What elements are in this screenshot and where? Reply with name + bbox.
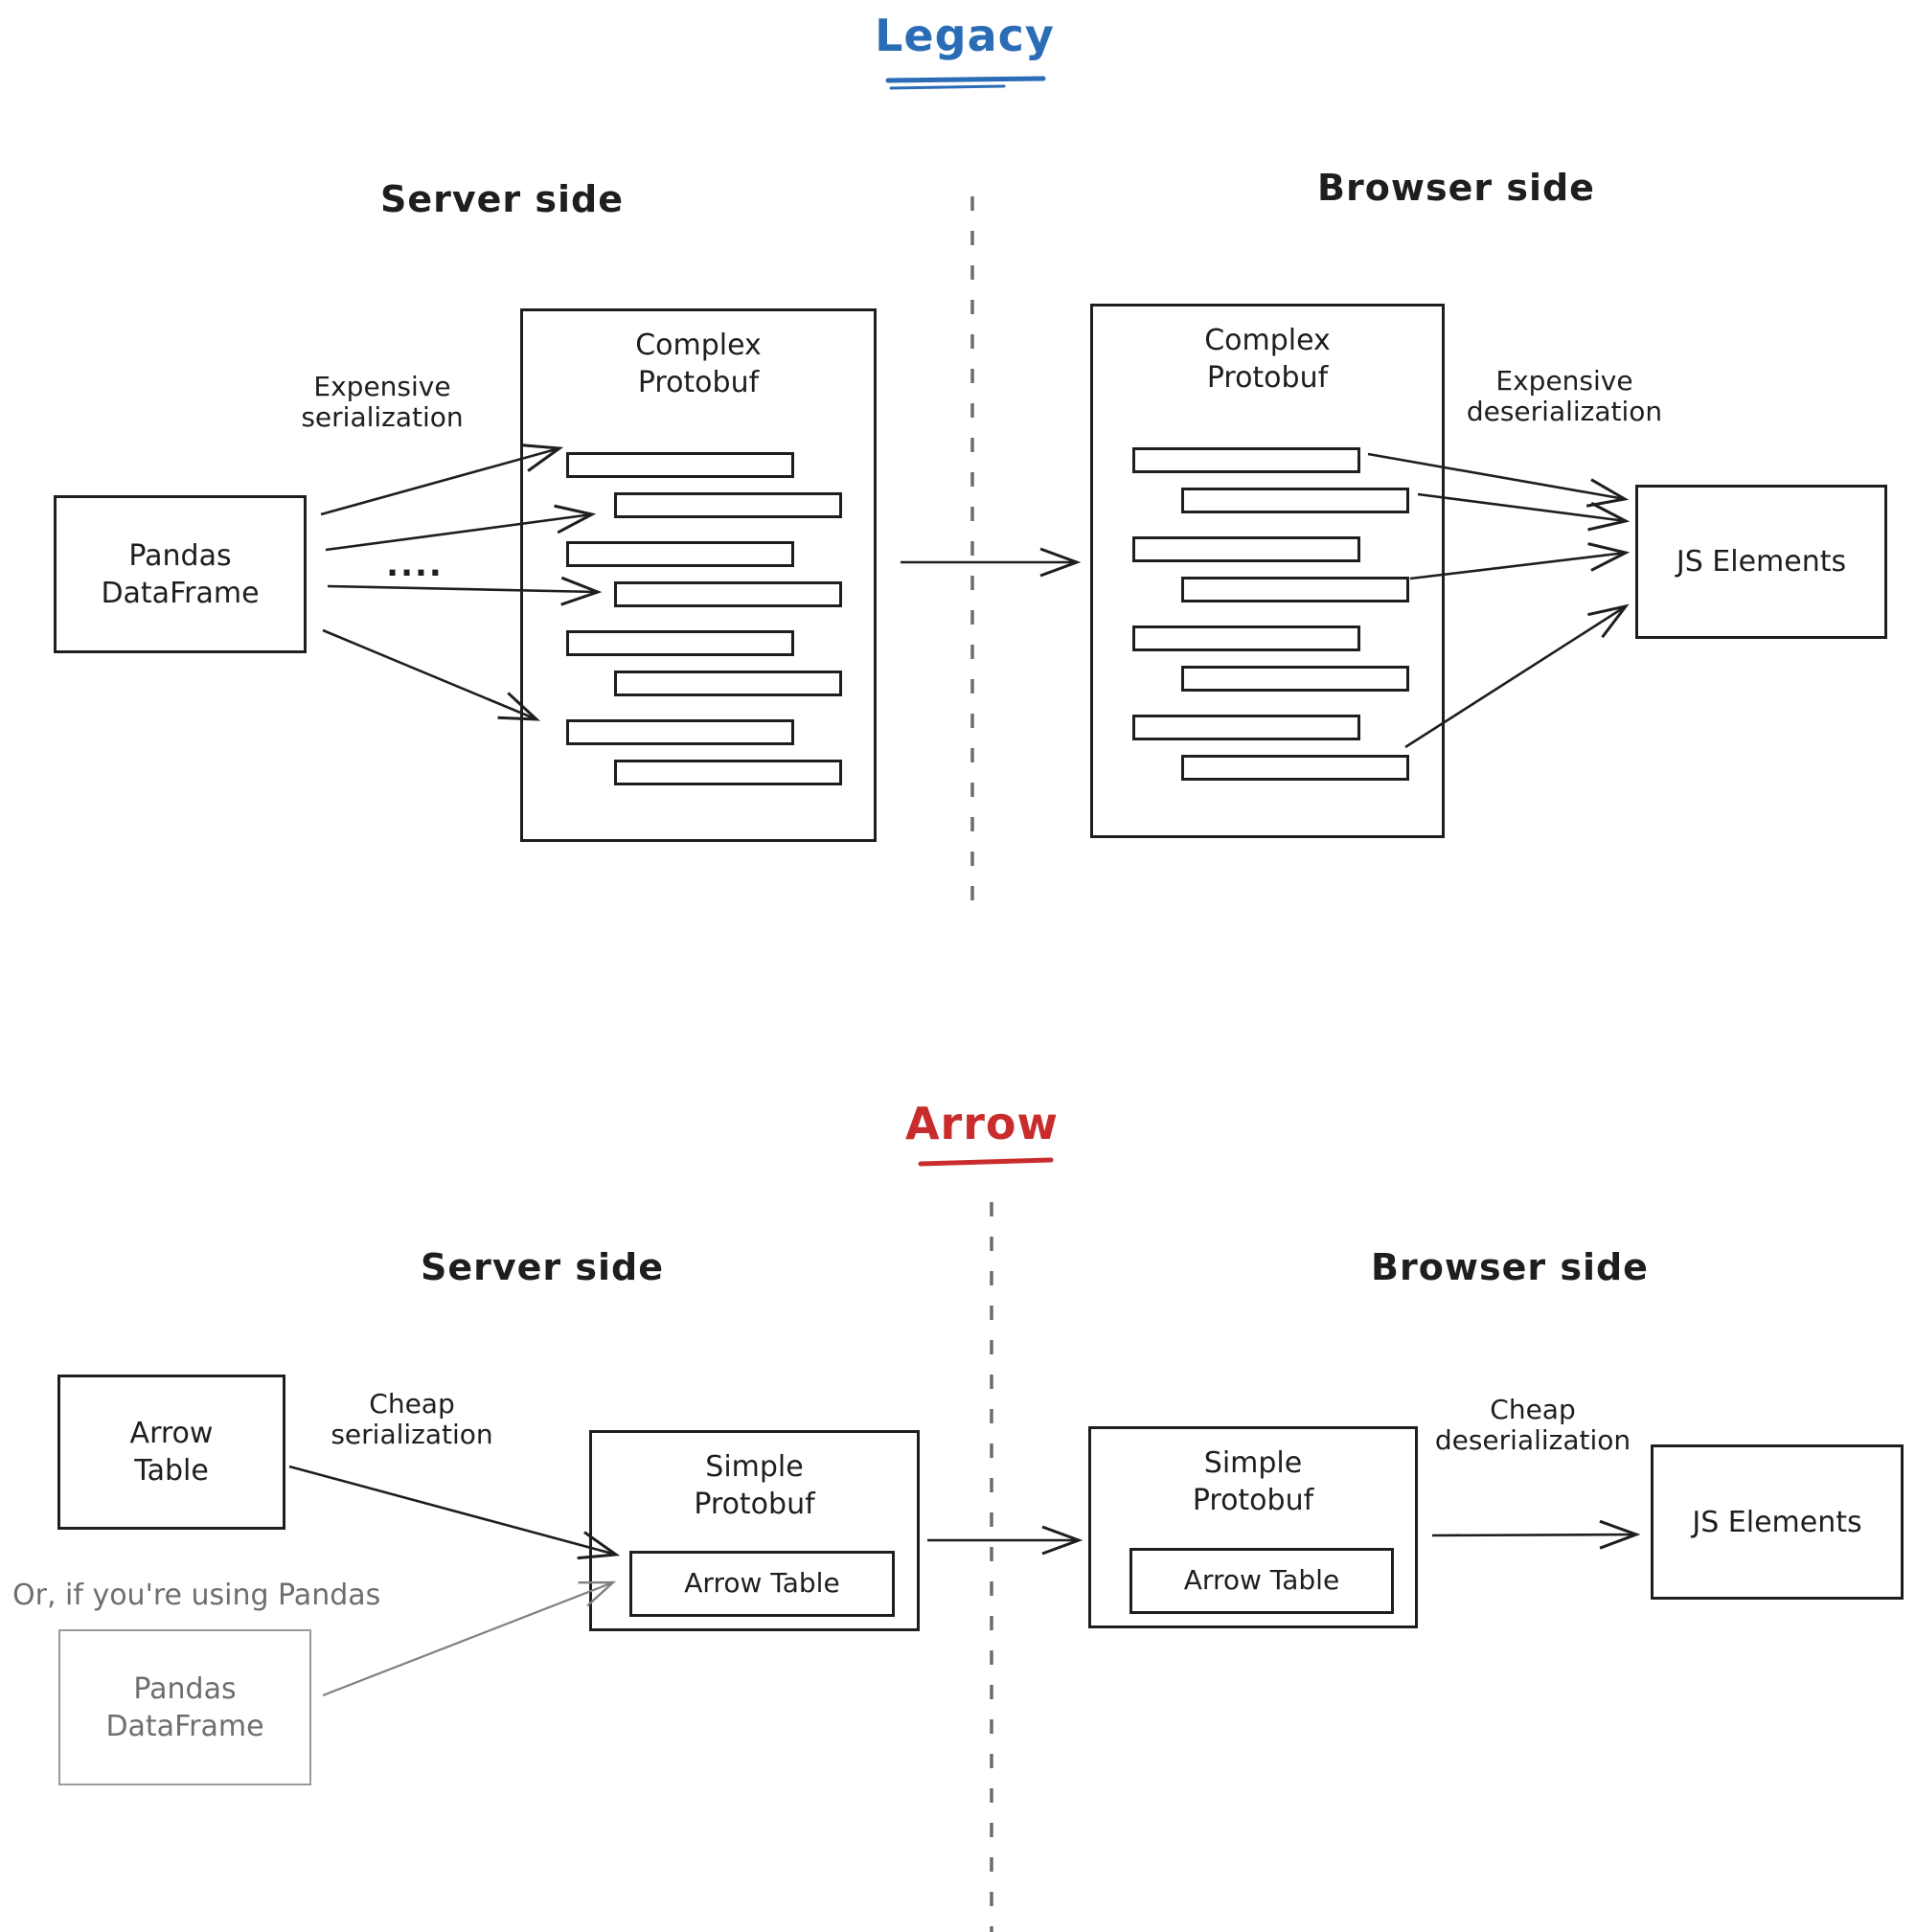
arrow-browser-protobuf-title: Simple Protobuf [1192, 1446, 1314, 1517]
arrow-table-box: Arrow Table [57, 1375, 285, 1530]
legacy-title-underline [885, 76, 1046, 83]
protobuf-field-bar [614, 760, 842, 785]
arrow-server-protobuf-title: Simple Protobuf [694, 1450, 815, 1521]
protobuf-field-bar [1181, 577, 1409, 602]
protobuf-field-bar [1132, 447, 1360, 473]
pandas-alternative-note: Or, if you're using Pandas [12, 1579, 381, 1612]
protobuf-field-bar [566, 719, 794, 745]
protobuf-field-bar [1181, 755, 1409, 781]
pandas-dataframe-label: Pandas DataFrame [101, 538, 260, 610]
legacy-server-protobuf-title: Complex Protobuf [635, 329, 762, 399]
legacy-deserialization-arrow-2 [1417, 492, 1631, 532]
legacy-server-protobuf-box: Complex Protobuf [520, 308, 877, 842]
legacy-js-elements-box: JS Elements [1635, 485, 1887, 639]
arrow-section-title: Arrow [904, 1098, 1060, 1149]
arrow-server-protobuf-box: Simple Protobuf Arrow Table [589, 1430, 920, 1631]
legacy-browser-side-label: Browser side [1317, 167, 1595, 209]
arrow-server-payload-box: Arrow Table [629, 1551, 895, 1617]
protobuf-field-bar [614, 671, 842, 696]
protobuf-field-bar [566, 452, 794, 478]
arrow-deserialization-arrow [1431, 1519, 1641, 1550]
legacy-server-side-label: Server side [379, 178, 624, 220]
protobuf-field-bar [1132, 715, 1360, 740]
arrow-browser-payload-label: Arrow Table [1183, 1564, 1340, 1597]
legacy-js-elements-label: JS Elements [1676, 545, 1847, 579]
arrow-browser-payload-box: Arrow Table [1129, 1548, 1394, 1614]
protobuf-field-bar [1132, 625, 1360, 651]
protobuf-field-bar [614, 581, 842, 607]
expensive-serialization-label: Expensive serialization [301, 371, 464, 434]
expensive-deserialization-label: Expensive deserialization [1466, 365, 1663, 428]
legacy-serialization-arrow-4 [322, 628, 541, 721]
pandas-dataframe-box: Pandas DataFrame [54, 495, 307, 653]
ellipsis-dots: .... [386, 546, 444, 584]
legacy-browser-protobuf-title: Complex Protobuf [1204, 324, 1331, 395]
pandas-dataframe-gray-box: Pandas DataFrame [58, 1629, 311, 1785]
cheap-deserialization-label: Cheap deserialization [1434, 1394, 1631, 1457]
arrow-serialization-arrow [288, 1465, 621, 1560]
legacy-section-title: Legacy [875, 10, 1055, 61]
protobuf-field-bar [1181, 488, 1409, 513]
legacy-browser-protobuf-box: Complex Protobuf [1090, 304, 1445, 838]
cheap-serialization-label: Cheap serialization [331, 1388, 493, 1451]
protobuf-field-bar [566, 630, 794, 656]
pandas-dataframe-gray-label: Pandas DataFrame [105, 1671, 264, 1743]
arrow-title-underline [918, 1157, 1054, 1167]
protobuf-field-bar [566, 541, 794, 567]
arrow-js-elements-label: JS Elements [1692, 1505, 1862, 1539]
protobuf-field-bar [1132, 536, 1360, 562]
protobuf-field-bar [1181, 666, 1409, 692]
legacy-title-underline-2 [889, 84, 1006, 90]
arrow-server-side-label: Server side [420, 1246, 664, 1288]
arrow-table-label: Arrow Table [129, 1417, 214, 1488]
arrow-js-elements-box: JS Elements [1651, 1444, 1904, 1600]
arrow-browser-side-label: Browser side [1371, 1246, 1649, 1288]
protobuf-field-bar [614, 492, 842, 518]
arrow-browser-protobuf-box: Simple Protobuf Arrow Table [1088, 1426, 1418, 1628]
arrow-server-payload-label: Arrow Table [684, 1567, 840, 1600]
